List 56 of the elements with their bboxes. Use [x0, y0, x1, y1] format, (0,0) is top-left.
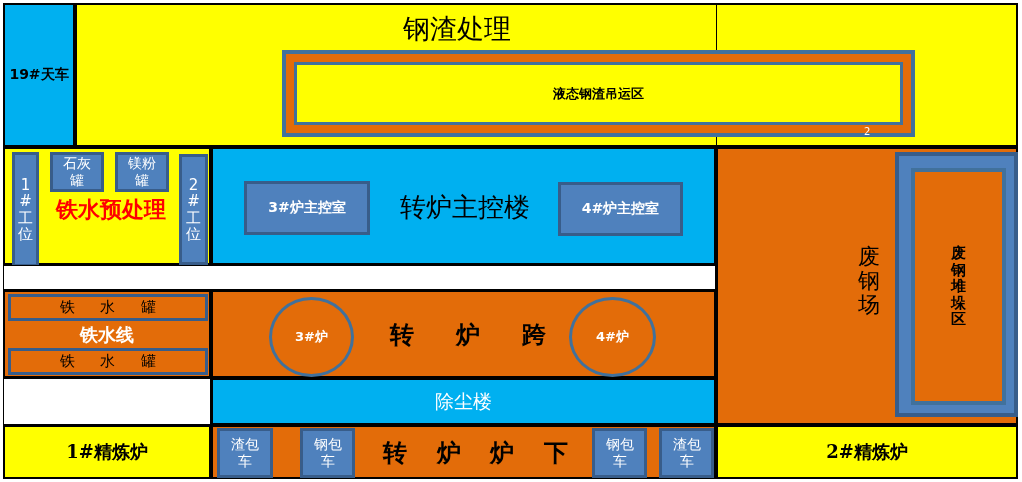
equipment-label: 镁粉罐	[127, 154, 157, 190]
equipment-label: 2#工位	[186, 176, 201, 243]
area-label: 液态钢渣吊运区	[553, 84, 644, 103]
equipment-label: 3#炉主控室	[268, 199, 346, 217]
equipment-box	[659, 428, 714, 478]
furnace-label: 3#炉	[295, 328, 328, 346]
equipment-box	[300, 428, 355, 478]
area-block	[211, 147, 716, 265]
equipment-label: 钢包车	[604, 435, 635, 471]
area-block	[211, 425, 716, 479]
equipment-label: 4#炉主控室	[581, 200, 660, 218]
equipment-label: 渣包车	[671, 435, 702, 471]
area-block	[211, 378, 716, 425]
area-label: 钢渣处理	[402, 12, 512, 46]
area-block	[3, 147, 211, 265]
area-label: 1#精炼炉	[66, 440, 148, 464]
area-block	[75, 3, 1018, 147]
area-block	[716, 425, 1018, 479]
area-label: 转 炉 炉 下	[381, 437, 570, 469]
equipment-box	[244, 181, 370, 235]
equipment-label: 铁 水 罐	[59, 352, 157, 371]
area-block	[716, 147, 1018, 425]
area-label: 废钢场	[858, 245, 880, 318]
equipment-box	[558, 182, 683, 236]
area-label: 废钢堆垛区	[951, 245, 966, 328]
equipment-box	[50, 152, 104, 192]
area-label: 除尘楼	[435, 388, 492, 414]
equipment-label: 铁 水 罐	[59, 298, 157, 317]
area-label: 转炉主控楼	[399, 190, 531, 224]
equipment-box	[115, 152, 169, 192]
equipment-label: 钢包车	[312, 435, 343, 471]
area-block	[3, 3, 75, 147]
area-label: 铁水线	[78, 323, 135, 347]
area-block	[3, 290, 211, 378]
area-block	[211, 290, 716, 378]
equipment-box	[217, 428, 273, 478]
frame-box	[895, 152, 1018, 417]
area-label: 铁水预处理	[54, 196, 167, 224]
area-label: 2#精炼炉	[826, 440, 908, 464]
frame-box	[282, 50, 915, 137]
zone-box	[911, 168, 1006, 405]
aisle-band	[3, 265, 716, 290]
area-block	[3, 425, 211, 479]
area-label: 转 炉 跨	[388, 319, 547, 351]
equipment-box	[8, 348, 208, 375]
equipment-box	[12, 152, 39, 267]
equipment-box	[8, 294, 208, 321]
equipment-label: 渣包车	[230, 435, 260, 471]
zone-box	[294, 62, 903, 125]
equipment-label: 1#工位	[18, 176, 33, 243]
equipment-label: 石灰罐	[62, 154, 92, 190]
equipment-box	[179, 154, 208, 265]
area-label: 19#天车	[9, 66, 69, 84]
furnace-label: 4#炉	[596, 328, 629, 346]
aisle-band	[3, 378, 211, 425]
equipment-box	[592, 428, 647, 478]
